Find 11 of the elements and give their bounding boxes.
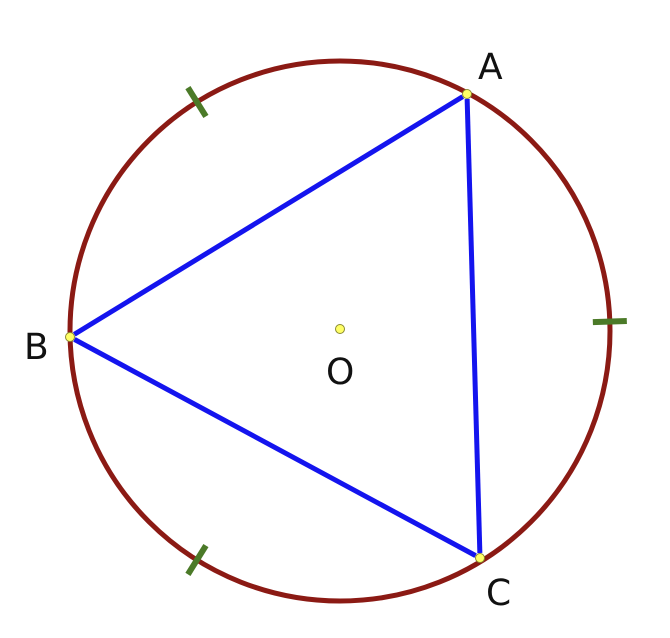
point-label: A [478, 50, 503, 86]
triangle-side [73, 337, 477, 558]
point-label: B [24, 330, 49, 366]
triangle-side [464, 98, 482, 554]
point-marker [462, 89, 472, 99]
point-label: C [486, 576, 512, 612]
triangle-side [72, 94, 464, 337]
point-marker [335, 324, 345, 334]
point-marker [475, 553, 485, 563]
point-marker [65, 332, 75, 342]
point-label: O [326, 355, 354, 391]
